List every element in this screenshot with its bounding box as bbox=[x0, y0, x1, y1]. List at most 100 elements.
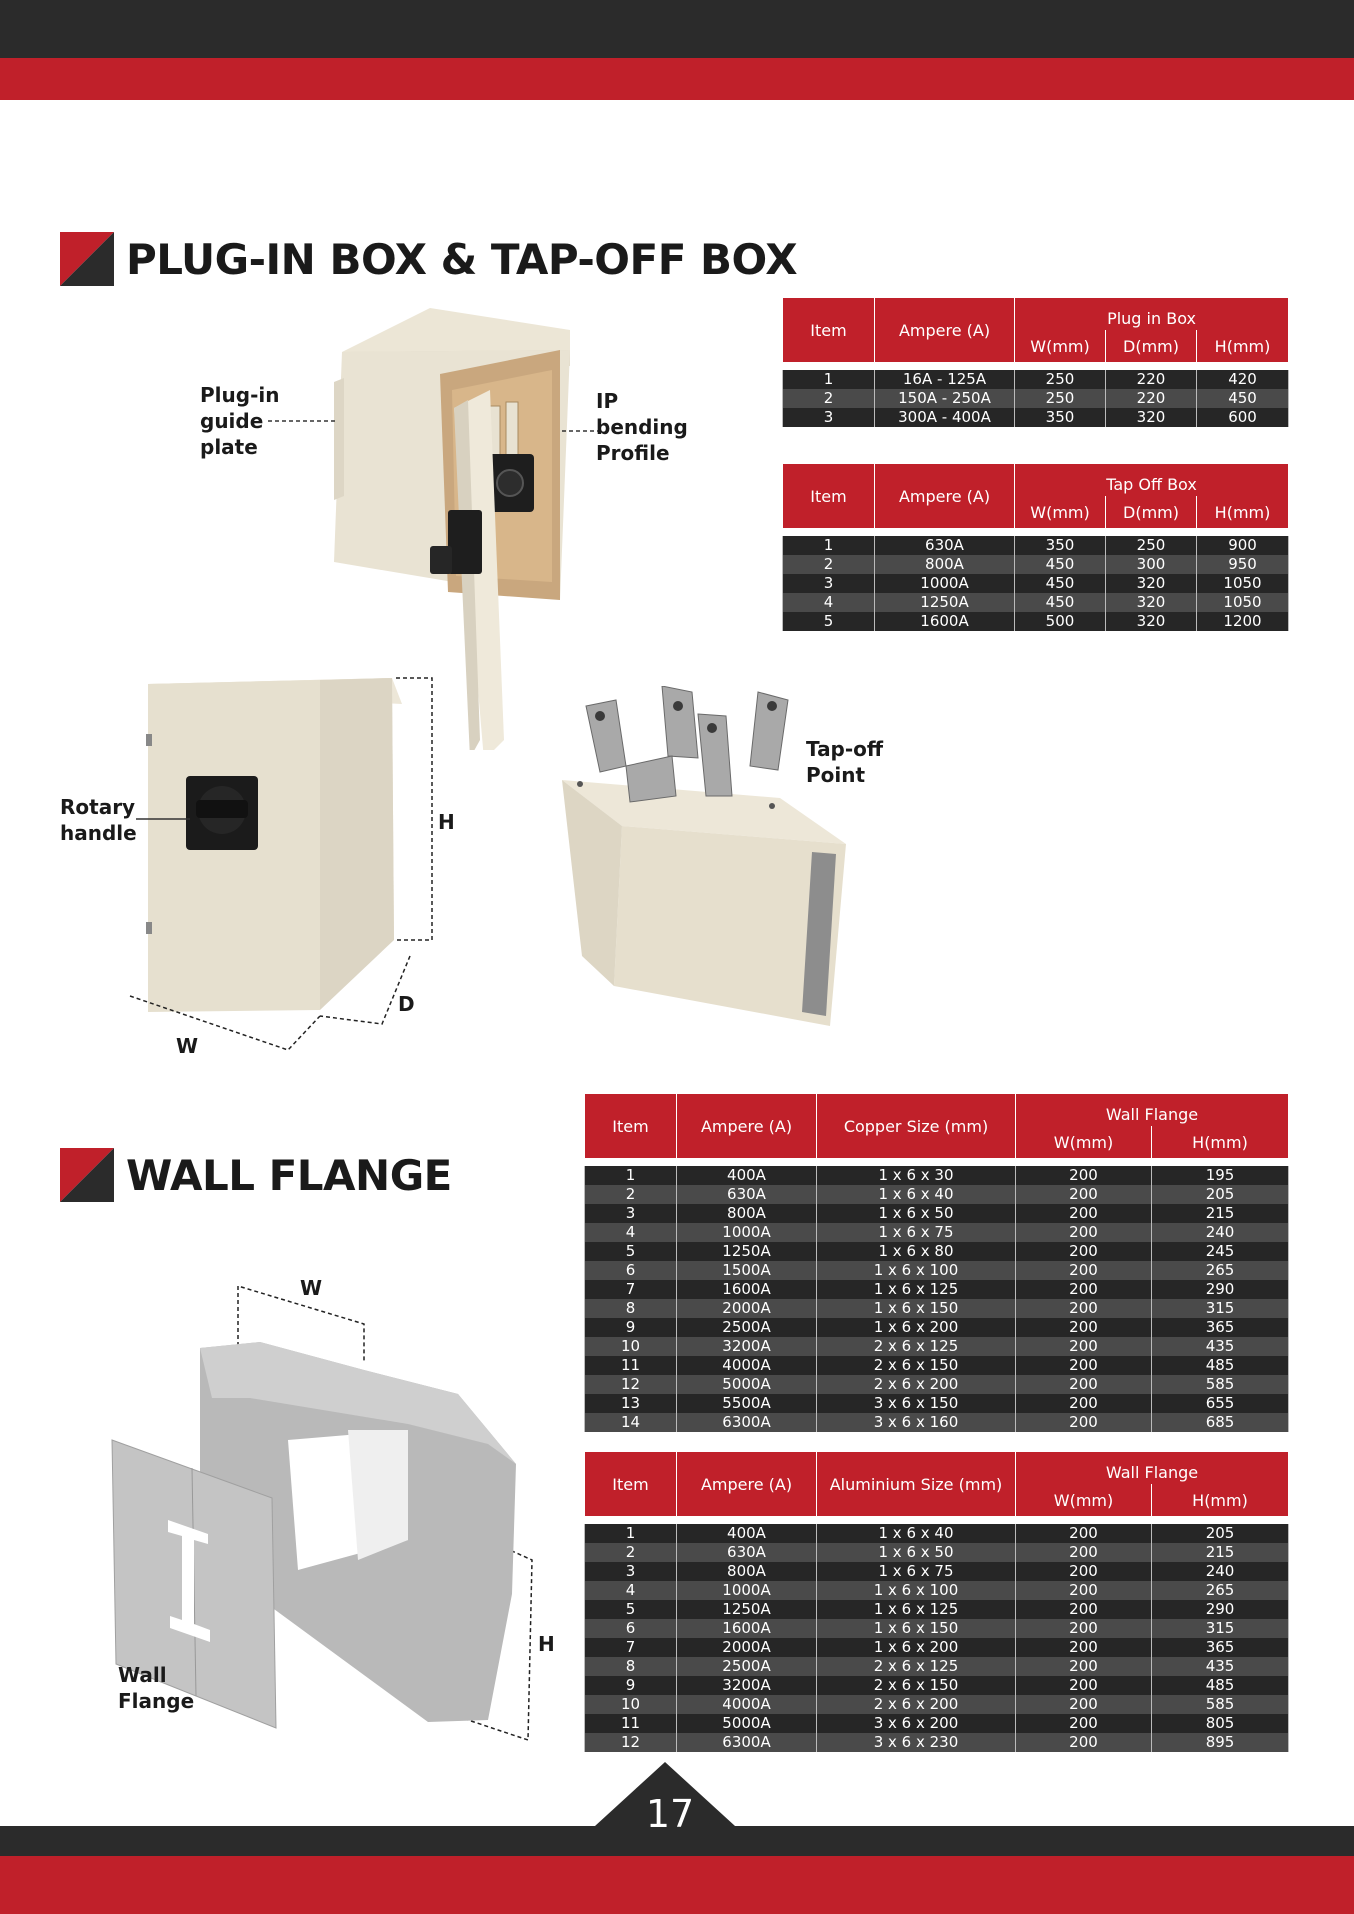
table-cell: 2 bbox=[782, 555, 875, 574]
table-cell: 12 bbox=[584, 1375, 677, 1394]
table-cell: 6300A bbox=[676, 1413, 817, 1432]
group-header-wall-flange: Wall Flange bbox=[1014, 1452, 1290, 1484]
table-cell: 9 bbox=[584, 1318, 677, 1337]
table-cell: 805 bbox=[1150, 1714, 1290, 1733]
closed-box-illustration bbox=[129, 677, 433, 1051]
table-cell: 315 bbox=[1150, 1299, 1290, 1318]
table-cell: 6 bbox=[584, 1261, 677, 1280]
table-cell: 485 bbox=[1150, 1676, 1290, 1695]
table-cell: 13 bbox=[584, 1394, 677, 1413]
table-cell: 420 bbox=[1195, 370, 1290, 389]
col-header-w: W(mm) bbox=[1014, 496, 1106, 528]
table-cell: 1 x 6 x 125 bbox=[816, 1600, 1016, 1619]
col-header-w: W(mm) bbox=[1015, 1126, 1152, 1158]
table-cell: 2 x 6 x 200 bbox=[816, 1375, 1016, 1394]
table-cell: 365 bbox=[1150, 1318, 1290, 1337]
table-cell: 2 x 6 x 200 bbox=[816, 1695, 1016, 1714]
group-header-tap-off-box: Tap Off Box bbox=[1013, 464, 1290, 496]
table-cell: 3200A bbox=[676, 1337, 817, 1356]
table-cell: 1 bbox=[782, 536, 875, 555]
table-cell: 200 bbox=[1015, 1524, 1152, 1543]
table-cell: 435 bbox=[1150, 1657, 1290, 1676]
wall-flange-section-heading: WALL FLANGE bbox=[60, 1148, 452, 1202]
table-cell: 3 bbox=[584, 1204, 677, 1223]
plugin-section-title: PLUG-IN BOX & TAP-OFF BOX bbox=[126, 234, 798, 284]
tap-off-point-illustration bbox=[562, 686, 846, 1026]
table-cell: 200 bbox=[1015, 1299, 1152, 1318]
table-cell: 5 bbox=[782, 612, 875, 631]
table-cell: 300A - 400A bbox=[874, 408, 1015, 427]
table-cell: 435 bbox=[1150, 1337, 1290, 1356]
footer-red-band bbox=[0, 1856, 1354, 1914]
table-cell: 200 bbox=[1015, 1204, 1152, 1223]
table-cell: 200 bbox=[1015, 1657, 1152, 1676]
table-cell: 600 bbox=[1195, 408, 1290, 427]
table-cell: 220 bbox=[1105, 389, 1197, 408]
table-cell: 320 bbox=[1105, 593, 1197, 612]
table-cell: 2000A bbox=[676, 1299, 817, 1318]
table-cell: 2 x 6 x 150 bbox=[816, 1676, 1016, 1695]
table-cell: 1200 bbox=[1195, 612, 1290, 631]
copper-wall-flange-table: Item Ampere (A) Copper Size (mm) Wall Fl… bbox=[584, 1094, 1290, 1432]
table-cell: 450 bbox=[1014, 574, 1106, 593]
table-cell: 3 x 6 x 230 bbox=[816, 1733, 1016, 1752]
table-cell: 290 bbox=[1150, 1600, 1290, 1619]
table-cell: 200 bbox=[1015, 1714, 1152, 1733]
table-cell: 5500A bbox=[676, 1394, 817, 1413]
table-cell: 1 x 6 x 50 bbox=[816, 1543, 1016, 1562]
group-header-wall-flange: Wall Flange bbox=[1014, 1094, 1290, 1126]
table-cell: 400A bbox=[676, 1524, 817, 1543]
callout-wall-flange: Wall Flange bbox=[118, 1662, 198, 1714]
col-header-h: H(mm) bbox=[1195, 330, 1290, 362]
table-cell: 1 bbox=[584, 1166, 677, 1185]
table-cell: 1 x 6 x 100 bbox=[816, 1261, 1016, 1280]
col-header-ampere: Ampere (A) bbox=[676, 1452, 817, 1516]
table-cell: 2500A bbox=[676, 1657, 817, 1676]
table-cell: 250 bbox=[1105, 536, 1197, 555]
table-cell: 16A - 125A bbox=[874, 370, 1015, 389]
table-cell: 1000A bbox=[676, 1581, 817, 1600]
table-cell: 290 bbox=[1150, 1280, 1290, 1299]
table-cell: 11 bbox=[584, 1356, 677, 1375]
table-cell: 1 x 6 x 75 bbox=[816, 1223, 1016, 1242]
dimension-w-label: W bbox=[300, 1276, 323, 1300]
table-cell: 10 bbox=[584, 1695, 677, 1714]
table-cell: 1600A bbox=[874, 612, 1015, 631]
table-cell: 245 bbox=[1150, 1242, 1290, 1261]
col-header-w: W(mm) bbox=[1015, 1484, 1152, 1516]
header-dark-band bbox=[0, 0, 1354, 58]
col-header-d: D(mm) bbox=[1105, 496, 1197, 528]
table-cell: 320 bbox=[1105, 574, 1197, 593]
col-header-ampere: Ampere (A) bbox=[874, 464, 1015, 528]
table-cell: 5 bbox=[584, 1600, 677, 1619]
table-cell: 350 bbox=[1014, 408, 1106, 427]
table-cell: 200 bbox=[1015, 1562, 1152, 1581]
table-cell: 205 bbox=[1150, 1524, 1290, 1543]
table-cell: 200 bbox=[1015, 1543, 1152, 1562]
table-cell: 7 bbox=[584, 1280, 677, 1299]
table-cell: 200 bbox=[1015, 1280, 1152, 1299]
table-cell: 1 x 6 x 125 bbox=[816, 1280, 1016, 1299]
dimension-d-label: D bbox=[398, 992, 415, 1016]
table-cell: 450 bbox=[1195, 389, 1290, 408]
callout-leader-line bbox=[268, 420, 338, 422]
table-cell: 320 bbox=[1105, 408, 1197, 427]
callout-plugin-guide-text: Plug-in guide plate bbox=[200, 383, 280, 459]
table-cell: 1000A bbox=[874, 574, 1015, 593]
table-cell: 200 bbox=[1015, 1600, 1152, 1619]
group-header-plug-in-box: Plug in Box bbox=[1013, 298, 1290, 330]
table-cell: 585 bbox=[1150, 1375, 1290, 1394]
